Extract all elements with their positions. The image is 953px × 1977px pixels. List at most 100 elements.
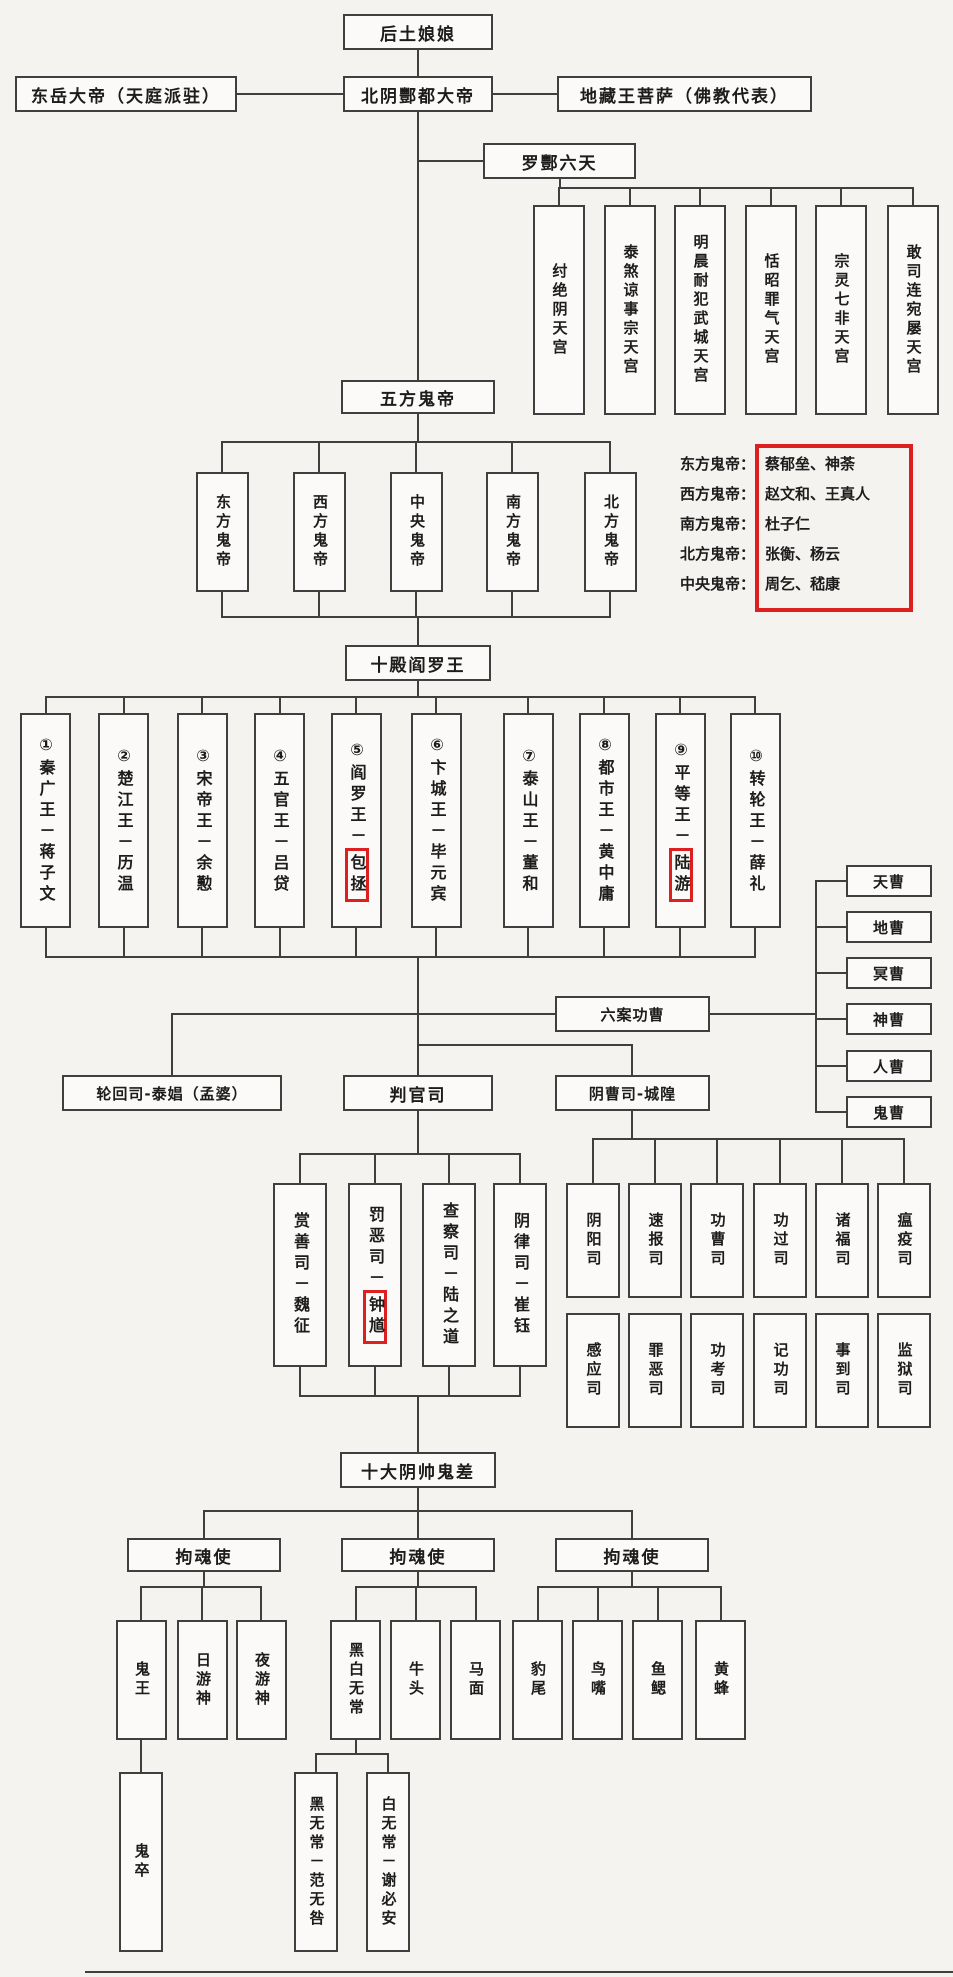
- connector: [603, 696, 605, 713]
- connector: [123, 696, 125, 713]
- legend-label: 中央鬼帝：: [679, 574, 755, 593]
- king-8: ⑧都市王－黄中庸: [579, 713, 630, 928]
- connector: [448, 1153, 450, 1183]
- king-7: ⑦泰山王－董和: [503, 713, 554, 928]
- legend-red-frame: [755, 444, 913, 612]
- connector: [493, 93, 557, 95]
- king-10: ⑩转轮王－薛礼: [730, 713, 781, 928]
- connector: [840, 187, 842, 205]
- connector: [374, 1367, 376, 1397]
- node-liuan-gongcao: 六案功曹: [555, 996, 710, 1032]
- connector: [355, 1740, 357, 1754]
- connector: [754, 928, 756, 958]
- connector: [45, 956, 756, 958]
- node-shida-yinshuai: 十大阴帅鬼差: [340, 1452, 496, 1488]
- connector: [201, 1586, 203, 1620]
- connector: [318, 441, 320, 472]
- connector: [527, 696, 529, 713]
- connector: [299, 1367, 301, 1397]
- connector: [171, 1013, 173, 1075]
- connector: [417, 160, 483, 162]
- connector: [417, 50, 419, 76]
- connector: [511, 441, 513, 472]
- connector: [716, 1138, 718, 1183]
- connector: [609, 441, 611, 472]
- judge-fae-zhongkui: 罚恶司－钟馗: [348, 1183, 402, 1367]
- node-panguan-si: 判官司: [343, 1075, 493, 1111]
- connector: [415, 1586, 417, 1620]
- connector: [657, 1586, 659, 1620]
- connector: [537, 1586, 721, 1588]
- connector: [815, 926, 846, 928]
- connector: [770, 187, 772, 205]
- connector: [519, 1367, 521, 1397]
- palace-2: 泰煞谅事宗天宫: [604, 205, 656, 415]
- connector: [171, 1013, 555, 1015]
- connector: [609, 592, 611, 618]
- connector: [315, 1753, 317, 1772]
- node-wufang-guidi: 五方鬼帝: [341, 380, 495, 414]
- connector: [279, 696, 281, 713]
- node-houtu-niangniang: 后土娘娘: [343, 14, 493, 50]
- office-gongkao-si: 功考司: [690, 1313, 744, 1428]
- connector: [221, 616, 611, 618]
- connector: [754, 696, 756, 713]
- bottom-edge-line: [85, 1971, 953, 1973]
- connector: [815, 880, 846, 882]
- connector: [841, 1138, 843, 1183]
- palace-4: 恬昭罪气天宫: [745, 205, 797, 415]
- connector: [417, 681, 419, 697]
- connector: [415, 441, 417, 472]
- connector: [203, 1510, 205, 1538]
- legend-row-south: 南方鬼帝： 杜子仁: [663, 508, 913, 538]
- connector: [45, 696, 47, 713]
- connector: [45, 928, 47, 958]
- escort-1: 拘魂使: [127, 1538, 281, 1572]
- judge-chacha-luzhidao: 查察司－陆之道: [422, 1183, 476, 1367]
- marshal-yeyoushen: 夜游神: [236, 1620, 287, 1740]
- connector: [603, 928, 605, 958]
- node-luofeng-liutian: 罗酆六天: [483, 143, 636, 179]
- connector: [374, 1153, 376, 1183]
- connector: [519, 1153, 521, 1183]
- king-5-yanluo-baozheng: ⑤阎罗王－包拯: [331, 713, 382, 928]
- connector: [417, 956, 419, 1075]
- palace-1: 纣绝阴天宫: [533, 205, 585, 415]
- office-zhufu-si: 诸福司: [815, 1183, 869, 1298]
- emperor-west: 西方鬼帝: [293, 472, 346, 592]
- king-1: ①秦广王－蒋子文: [20, 713, 71, 928]
- node-yincao-si: 阴曹司-城隍: [555, 1075, 710, 1111]
- connector: [592, 1138, 594, 1183]
- connector: [201, 696, 203, 713]
- connector: [417, 112, 419, 380]
- connector: [779, 1138, 781, 1183]
- connector: [912, 187, 914, 205]
- connector: [699, 187, 701, 205]
- legend-row-west: 西方鬼帝： 赵文和、王真人: [663, 478, 913, 508]
- connector: [475, 1586, 477, 1620]
- office-gongcao-si: 功曹司: [690, 1183, 744, 1298]
- legend-names: 周乞、嵇康: [765, 574, 841, 593]
- node-dongyue-dadi: 东岳大帝（天庭派驻）: [15, 76, 237, 112]
- escort-3: 拘魂使: [555, 1538, 709, 1572]
- connector: [355, 696, 357, 713]
- connector: [299, 1395, 521, 1397]
- marshal-guiwang: 鬼王: [116, 1620, 167, 1740]
- legend-label: 西方鬼帝：: [679, 484, 755, 503]
- office-jigong-si: 记功司: [753, 1313, 807, 1428]
- connector: [679, 696, 681, 713]
- connector: [318, 592, 320, 618]
- office-wenyi-si: 瘟疫司: [877, 1183, 931, 1298]
- connector: [815, 880, 817, 1113]
- king-4: ④五官王－吕贷: [254, 713, 305, 928]
- connector: [631, 1510, 633, 1538]
- legend-names: 赵文和、王真人: [765, 484, 871, 503]
- dept-guicao: 鬼曹: [846, 1096, 932, 1128]
- judge-yinlv-cuiyu: 阴律司－崔钰: [493, 1183, 547, 1367]
- legend-label: 北方鬼帝：: [679, 544, 755, 563]
- connector: [315, 1753, 389, 1755]
- connector: [140, 1740, 142, 1772]
- connector: [710, 1013, 816, 1015]
- connector: [815, 972, 846, 974]
- connector: [629, 187, 631, 205]
